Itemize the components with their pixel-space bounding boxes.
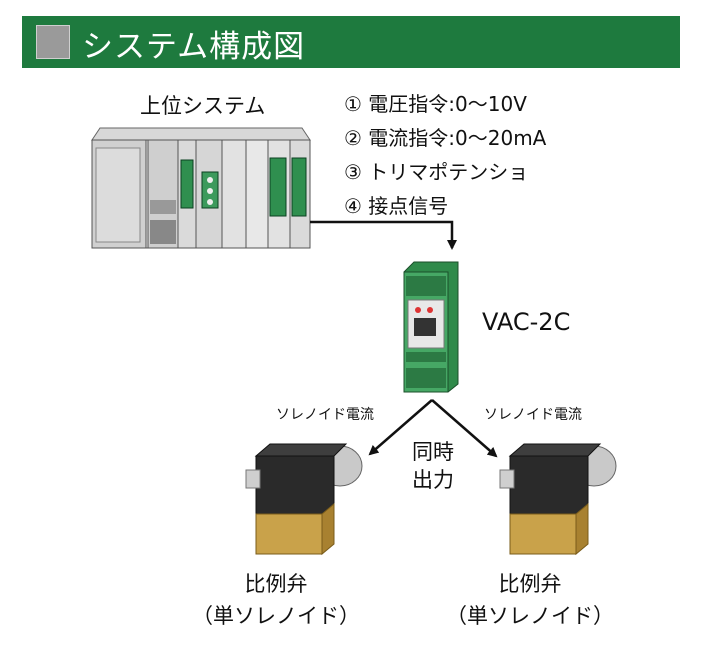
host-system-label: 上位システム (140, 94, 266, 118)
left-proportional-valve-icon (245, 443, 363, 556)
right-proportional-valve-icon (499, 443, 617, 556)
header-square-icon (36, 25, 70, 59)
left-valve-name: 比例弁 (244, 572, 308, 596)
vac-2c-module-icon (403, 261, 459, 393)
right-valve-name: 比例弁 (498, 572, 562, 596)
simultaneous-label: 同時 (412, 440, 454, 464)
page-title: システム構成図 (82, 29, 306, 65)
left-solenoid-current-label: ソレノイド電流 (276, 407, 374, 423)
input-trimmer-pot: ③ トリマポテンショ (344, 160, 529, 184)
plc-rack-icon (91, 127, 311, 249)
input-voltage-command: ① 電圧指令:0〜10V (344, 92, 527, 116)
right-output-arrow (431, 399, 498, 458)
input-contact-signal: ④ 接点信号 (344, 194, 449, 218)
output-label: 出力 (412, 468, 454, 492)
right-valve-type: （単ソレノイド） (446, 604, 614, 628)
input-current-command: ② 電流指令:0〜20mA (344, 126, 547, 150)
signal-connector-line (310, 220, 457, 250)
page-header: システム構成図 (22, 16, 680, 68)
right-solenoid-current-label: ソレノイド電流 (484, 407, 582, 423)
left-output-arrow (368, 399, 433, 456)
left-valve-type: （単ソレノイド） (192, 604, 360, 628)
device-model-label: VAC-2C (482, 308, 571, 336)
